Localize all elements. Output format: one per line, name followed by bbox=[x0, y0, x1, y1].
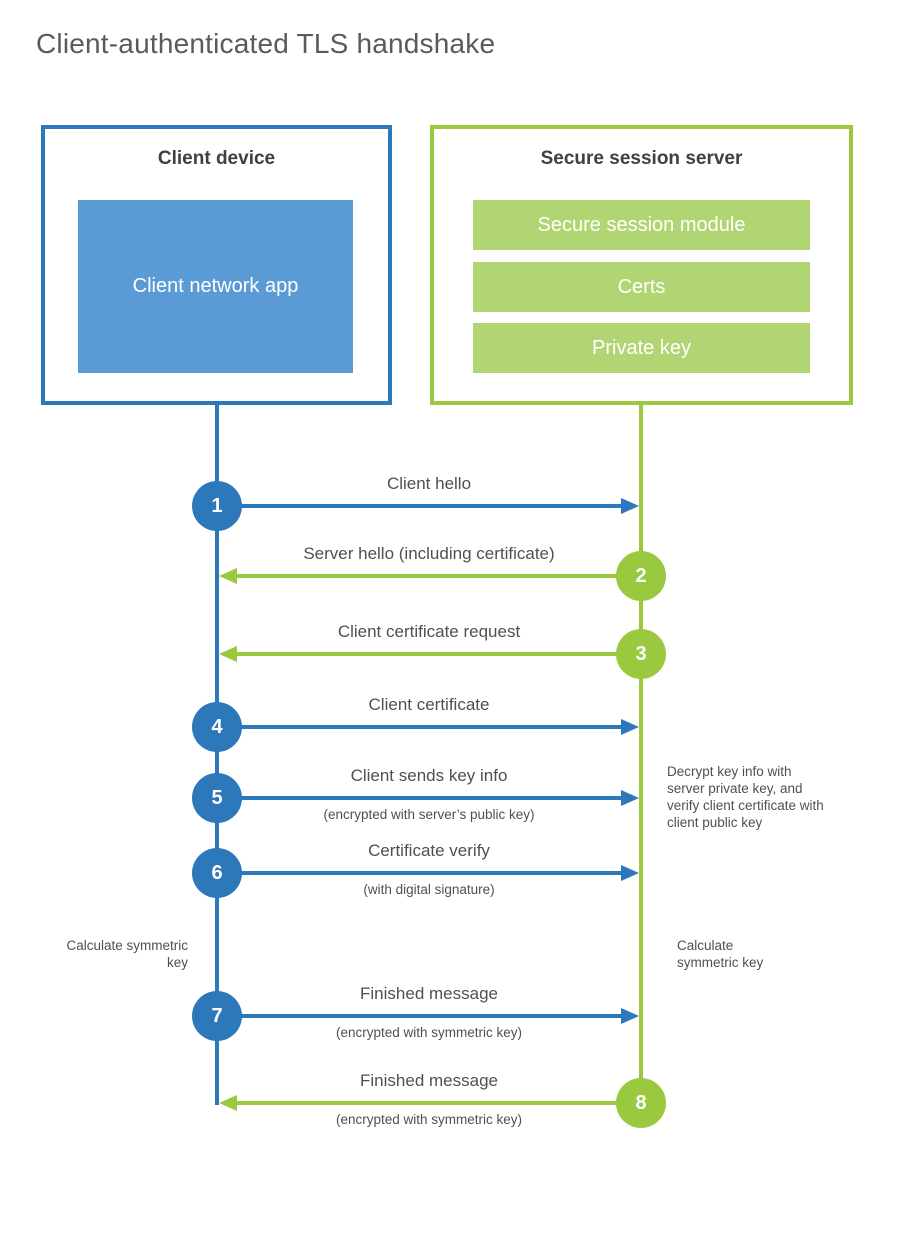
client-device-title: Client device bbox=[157, 148, 276, 169]
step-3-number: 3 bbox=[635, 642, 647, 665]
step-2-badge: 2 bbox=[616, 551, 666, 601]
step-1-number: 1 bbox=[211, 494, 223, 517]
step-2-arrowhead-left-icon bbox=[219, 568, 237, 584]
client-lifeline bbox=[215, 405, 219, 1105]
step-5-number: 5 bbox=[211, 786, 223, 809]
step-5-sublabel: (encrypted with server’s public key) bbox=[323, 807, 535, 822]
step-4-badge: 4 bbox=[192, 702, 242, 752]
step-8-arrowhead-left-icon bbox=[219, 1095, 237, 1111]
step-6-badge: 6 bbox=[192, 848, 242, 898]
step-7-arrow-line bbox=[219, 1014, 622, 1018]
step-5-arrow-line bbox=[219, 796, 622, 800]
server-module-certs: Certs bbox=[473, 262, 810, 312]
decrypt-key-note: Decrypt key info with server private key… bbox=[667, 764, 824, 830]
step-7-arrowhead-right-icon bbox=[621, 1008, 639, 1024]
step-5-badge: 5 bbox=[192, 773, 242, 823]
step-6-arrow-line bbox=[219, 871, 622, 875]
calculate-symmetric-key-right: Calculate symmetric key bbox=[677, 938, 764, 970]
step-6-sublabel: (with digital signature) bbox=[363, 882, 495, 897]
step-8-label: Finished message bbox=[360, 1071, 498, 1090]
client-network-app-box: Client network app bbox=[78, 200, 353, 373]
secure-session-server-title: Secure session server bbox=[540, 148, 743, 169]
step-7-label: Finished message bbox=[360, 984, 498, 1003]
step-5-label: Client sends key info bbox=[350, 766, 508, 785]
step-3-arrow-line bbox=[236, 652, 639, 656]
step-4-arrow-line bbox=[219, 725, 622, 729]
step-1-arrowhead-right-icon bbox=[621, 498, 639, 514]
step-6-arrowhead-right-icon bbox=[621, 865, 639, 881]
step-8-number: 8 bbox=[635, 1091, 647, 1114]
step-8-badge: 8 bbox=[616, 1078, 666, 1128]
page-title: Client-authenticated TLS handshake bbox=[36, 28, 496, 59]
step-6-label: Certificate verify bbox=[368, 841, 490, 860]
step-6-number: 6 bbox=[211, 861, 223, 884]
step-8-sublabel: (encrypted with symmetric key) bbox=[335, 1112, 523, 1127]
step-4-number: 4 bbox=[211, 715, 223, 738]
step-5-arrowhead-right-icon bbox=[621, 790, 639, 806]
step-8-arrow-line bbox=[236, 1101, 639, 1105]
step-7-sublabel: (encrypted with symmetric key) bbox=[335, 1025, 523, 1040]
step-1-arrow-line bbox=[219, 504, 622, 508]
step-3-arrowhead-left-icon bbox=[219, 646, 237, 662]
step-2-number: 2 bbox=[635, 564, 647, 587]
step-7-badge: 7 bbox=[192, 991, 242, 1041]
server-module-secure-session: Secure session module bbox=[473, 200, 810, 250]
step-2-arrow-line bbox=[236, 574, 639, 578]
step-7-number: 7 bbox=[211, 1004, 223, 1027]
step-3-badge: 3 bbox=[616, 629, 666, 679]
server-module-private-key: Private key bbox=[473, 323, 810, 373]
calculate-symmetric-key-left: Calculate symmetric key bbox=[66, 938, 188, 970]
step-1-badge: 1 bbox=[192, 481, 242, 531]
step-2-label: Server hello (including certificate) bbox=[303, 544, 555, 563]
server-lifeline bbox=[639, 405, 643, 1105]
step-3-label: Client certificate request bbox=[337, 622, 521, 641]
step-1-label: Client hello bbox=[386, 474, 472, 493]
client-network-app-label: Client network app bbox=[132, 275, 299, 297]
step-4-label: Client certificate bbox=[368, 695, 490, 714]
step-4-arrowhead-right-icon bbox=[621, 719, 639, 735]
